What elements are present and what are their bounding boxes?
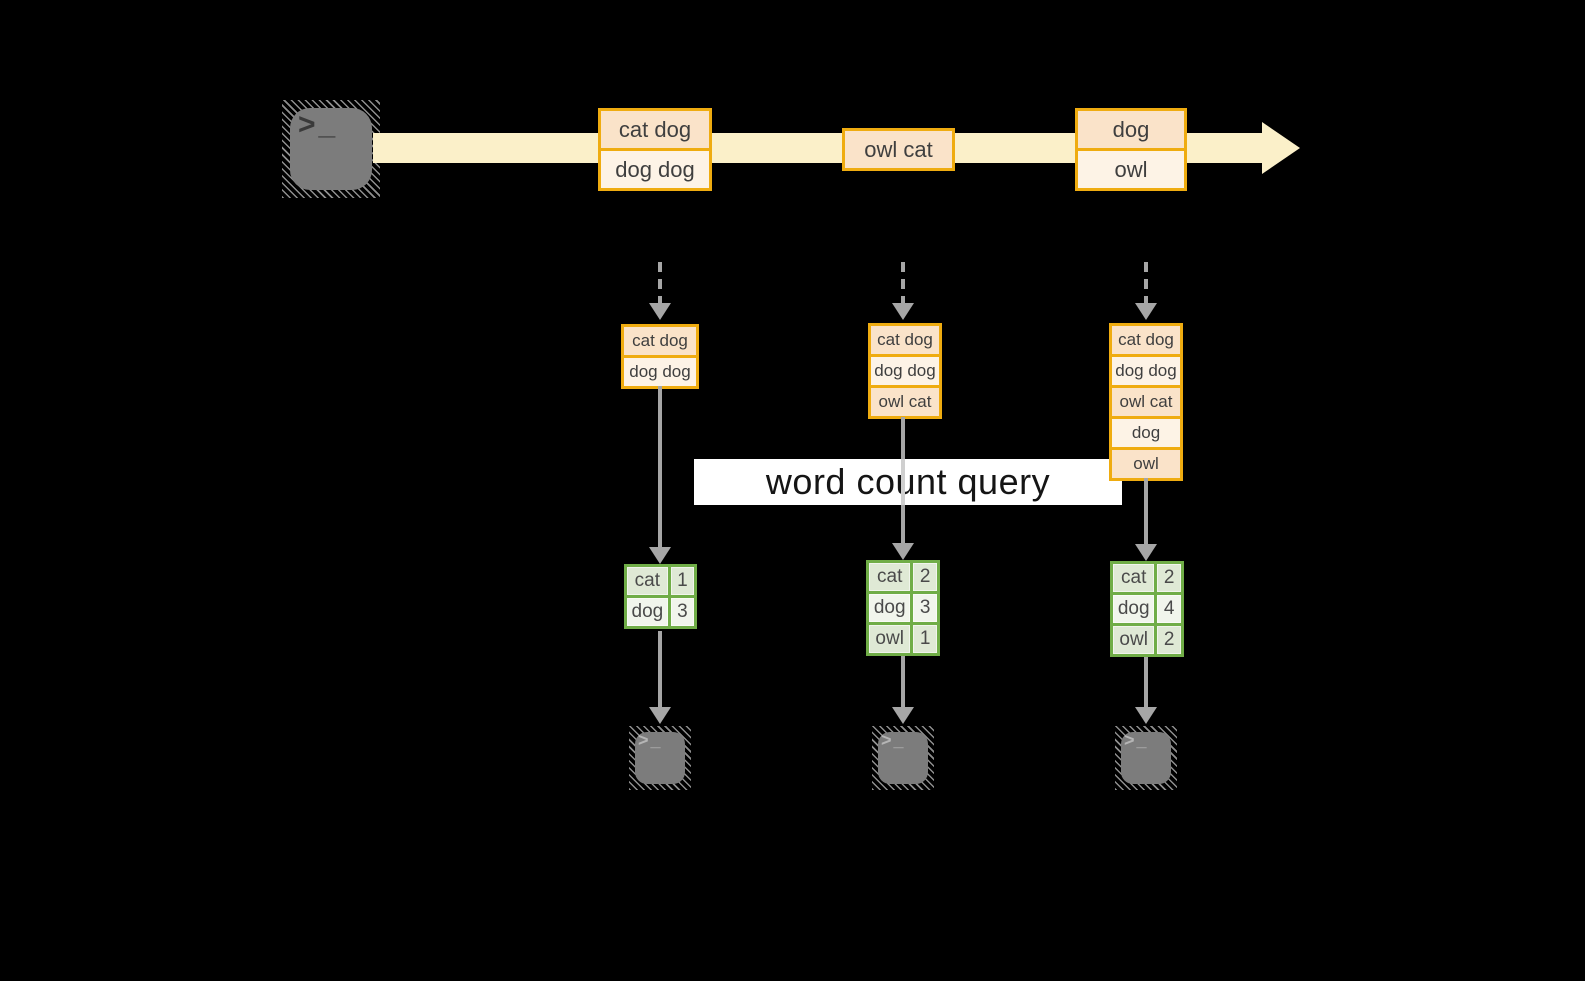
buffer-stack-3: cat dog dog dog owl cat dog owl xyxy=(1109,323,1183,481)
prompt-glyph: >_ xyxy=(638,730,663,750)
query-banner: word count query xyxy=(694,459,1122,505)
event-line: dog xyxy=(1075,108,1187,151)
count-cell: 2 xyxy=(913,563,937,591)
word-cell: cat xyxy=(869,563,911,591)
consumer-terminal-icon-1: >_ xyxy=(629,726,691,790)
buffer-stack-1: cat dog dog dog xyxy=(621,324,699,389)
dashed-arrow-line xyxy=(901,262,905,304)
buffer-row: owl cat xyxy=(868,385,942,419)
event-box-3: dog owl xyxy=(1075,108,1187,191)
wordcount-table-3: cat 2 dog 4 owl 2 xyxy=(1110,561,1184,657)
count-cell: 1 xyxy=(670,567,694,595)
query-arrow-line xyxy=(658,386,662,547)
buffer-row: cat dog xyxy=(868,323,942,357)
buffer-row: dog dog xyxy=(868,354,942,388)
dashed-arrow-head-icon xyxy=(1135,303,1157,320)
buffer-row: cat dog xyxy=(621,324,699,358)
output-arrow-head-icon xyxy=(649,707,671,724)
buffer-row: cat dog xyxy=(1109,323,1183,357)
source-terminal-icon: >_ xyxy=(282,100,380,198)
event-line: dog dog xyxy=(598,148,712,191)
word-cell: owl xyxy=(1113,626,1155,654)
word-cell: dog xyxy=(627,598,668,626)
buffer-row: dog dog xyxy=(621,355,699,389)
word-cell: dog xyxy=(869,594,911,622)
event-box-1: cat dog dog dog xyxy=(598,108,712,191)
wordcount-table-2: cat 2 dog 3 owl 1 xyxy=(866,560,940,656)
stream-arrowhead-icon xyxy=(1262,122,1300,174)
dashed-arrow-head-icon xyxy=(892,303,914,320)
count-cell: 2 xyxy=(1157,626,1181,654)
query-banner-label: word count query xyxy=(765,461,1051,502)
consumer-terminal-icon-3: >_ xyxy=(1115,726,1177,790)
word-cell: dog xyxy=(1113,595,1155,623)
terminal-body xyxy=(878,732,928,784)
event-line: cat dog xyxy=(598,108,712,151)
dashed-arrow-line xyxy=(658,262,662,304)
dashed-arrow-line xyxy=(1144,262,1148,304)
output-arrow-head-icon xyxy=(892,707,914,724)
count-cell: 4 xyxy=(1157,595,1181,623)
buffer-stack-2: cat dog dog dog owl cat xyxy=(868,323,942,419)
word-cell: cat xyxy=(627,567,668,595)
prompt-glyph: >_ xyxy=(1124,730,1149,750)
query-arrow-head-icon xyxy=(649,547,671,564)
count-cell: 2 xyxy=(1157,564,1181,592)
event-line: owl xyxy=(1075,148,1187,191)
output-arrow-line xyxy=(1144,657,1148,707)
terminal-body xyxy=(290,108,372,190)
terminal-body xyxy=(635,732,685,784)
wordcount-table-1: cat 1 dog 3 xyxy=(624,564,697,629)
output-arrow-head-icon xyxy=(1135,707,1157,724)
terminal-body xyxy=(1121,732,1171,784)
consumer-terminal-icon-2: >_ xyxy=(872,726,934,790)
word-cell: cat xyxy=(1113,564,1155,592)
query-arrow-head-icon xyxy=(1135,544,1157,561)
buffer-row: dog dog xyxy=(1109,354,1183,388)
query-arrow-head-icon xyxy=(892,543,914,560)
buffer-row: owl cat xyxy=(1109,385,1183,419)
prompt-glyph: >_ xyxy=(881,730,906,750)
output-arrow-line xyxy=(658,631,662,707)
event-line: owl cat xyxy=(842,128,955,171)
count-cell: 3 xyxy=(670,598,694,626)
buffer-row: owl xyxy=(1109,447,1183,481)
count-cell: 1 xyxy=(913,625,937,653)
word-cell: owl xyxy=(869,625,911,653)
event-box-2: owl cat xyxy=(842,128,955,171)
dashed-arrow-head-icon xyxy=(649,303,671,320)
buffer-row: dog xyxy=(1109,416,1183,450)
count-cell: 3 xyxy=(913,594,937,622)
prompt-glyph: >_ xyxy=(298,108,339,141)
query-arrow-line-over-banner xyxy=(901,459,905,505)
output-arrow-line xyxy=(901,656,905,707)
query-arrow-line xyxy=(1144,478,1148,544)
